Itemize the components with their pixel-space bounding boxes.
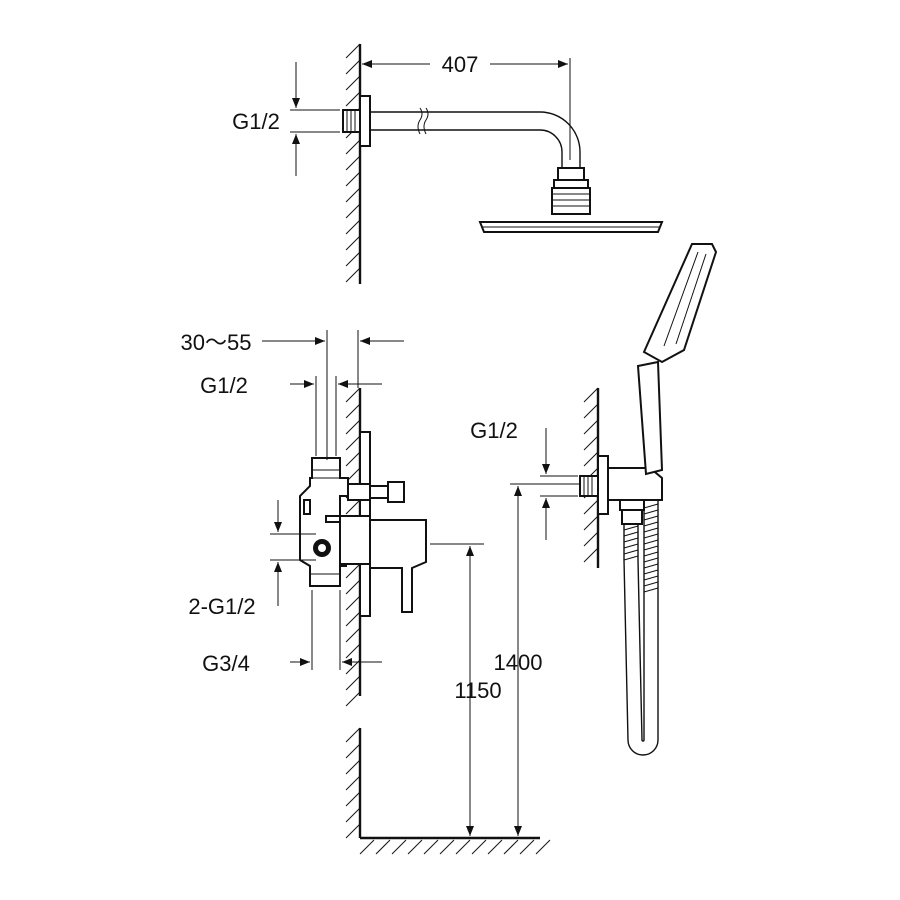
valve-thread-bottom-label: G3/4 — [202, 651, 250, 676]
arm-thread-dimension: G1/2 — [232, 62, 340, 176]
valve-threads-side-dimension: 2-G1/2 — [188, 500, 316, 619]
holder-height-label: 1400 — [494, 650, 543, 675]
valve-thread-bottom-dimension: G3/4 — [202, 590, 382, 676]
top-wall — [345, 43, 362, 284]
arm-length-label: 407 — [442, 52, 479, 77]
holder-height-dimension: 1400 — [494, 483, 580, 836]
valve-threads-side-label: 2-G1/2 — [188, 594, 255, 619]
valve-thread-top-dimension: G1/2 — [200, 373, 382, 456]
mixing-valve — [299, 431, 427, 617]
wall-depth-dimension: 30～55 — [181, 330, 404, 460]
arm-length-dimension: 407 — [362, 52, 571, 160]
valve-height-dimension: 1150 — [430, 543, 502, 836]
valve-thread-top-label: G1/2 — [200, 373, 248, 398]
wall-depth-label: 30～55 — [181, 330, 252, 355]
hand-shower — [579, 243, 718, 756]
holder-thread-dimension: G1/2 — [470, 418, 578, 540]
bottom-wall — [345, 727, 551, 855]
valve-height-label: 1150 — [454, 678, 501, 703]
shower-arm — [342, 95, 664, 233]
holder-thread-label: G1/2 — [470, 418, 518, 443]
arm-thread-label: G1/2 — [232, 109, 280, 134]
